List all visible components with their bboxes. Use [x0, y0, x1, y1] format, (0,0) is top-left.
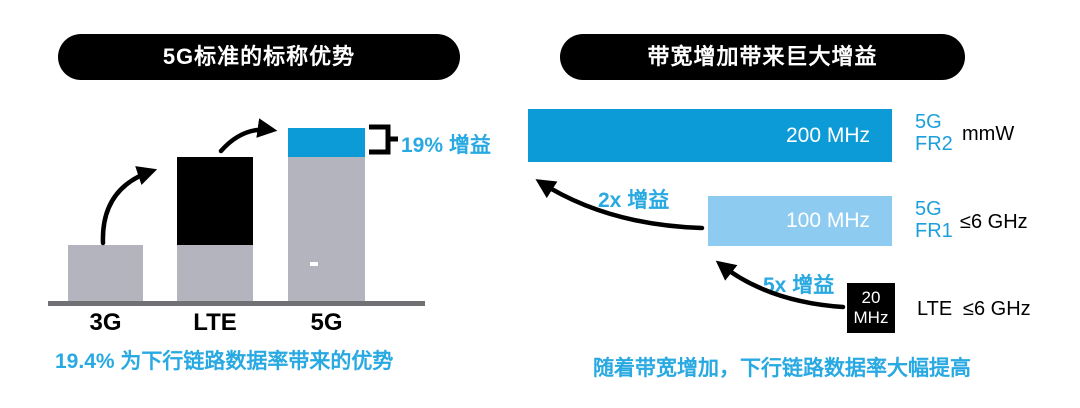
bar-lte-gray: [177, 245, 253, 303]
bar-5g-dash-mark: [310, 262, 318, 266]
hbar-200mhz-label: 200 MHz: [785, 123, 870, 147]
right-panel-title: 带宽增加带来巨大增益: [647, 44, 878, 69]
gain-annotation-2x: 2x 增益: [598, 189, 670, 212]
hbar-20mhz: 20 MHz: [847, 283, 895, 333]
band-fr2: FR2: [915, 133, 953, 155]
spectrum-label-sub6-fr1: ≤6 GHz: [960, 211, 1028, 233]
right-panel-title-pill: 带宽增加带来巨大增益: [560, 34, 965, 80]
category-label-5g: 5G: [310, 309, 343, 336]
left-panel-title-pill: 5G标准的标称优势: [58, 34, 460, 80]
left-panel-title: 5G标准的标称优势: [162, 44, 356, 69]
category-label-lte: LTE: [193, 309, 237, 336]
left-panel-caption: 19.4% 为下行链路数据率带来的优势: [55, 350, 394, 373]
bar-5g-blue-gain: [288, 128, 365, 157]
bar-5g-gray: [288, 157, 365, 303]
category-label-3g: 3G: [89, 309, 122, 336]
hbar-20mhz-value: 20: [861, 288, 881, 307]
spectrum-label-mmw: mmW: [962, 123, 1015, 145]
gain-bracket: [369, 124, 398, 155]
hbar-20mhz-unit: MHz: [853, 308, 889, 327]
band-fr1: FR1: [915, 220, 953, 242]
tech-label-5g-fr1: 5G FR1: [915, 198, 953, 242]
tech-5g: 5G: [915, 198, 942, 220]
hbar-100mhz: 100 MHz: [708, 196, 892, 246]
tech-label-5g-fr2: 5G FR2: [915, 111, 953, 155]
gain-annotation-19pct: 19% 增益: [401, 134, 491, 157]
spectrum-label-sub6-lte: ≤6 GHz: [963, 298, 1031, 320]
left-chart-baseline: [48, 301, 425, 306]
hbar-100mhz-label: 100 MHz: [785, 209, 870, 232]
gain-annotation-5x: 5x 增益: [763, 274, 835, 297]
hbar-200mhz: 200 MHz: [528, 109, 892, 162]
tech-5g: 5G: [915, 111, 942, 133]
arrow-3g-to-lte: [100, 166, 158, 246]
bar-3g-gray: [68, 245, 143, 303]
arrow-lte-to-5g: [218, 118, 278, 154]
bar-lte-black: [177, 157, 253, 245]
tech-label-lte: LTE: [917, 298, 953, 320]
right-panel-caption: 随着带宽增加，下行链路数据率大幅提高: [593, 357, 971, 380]
